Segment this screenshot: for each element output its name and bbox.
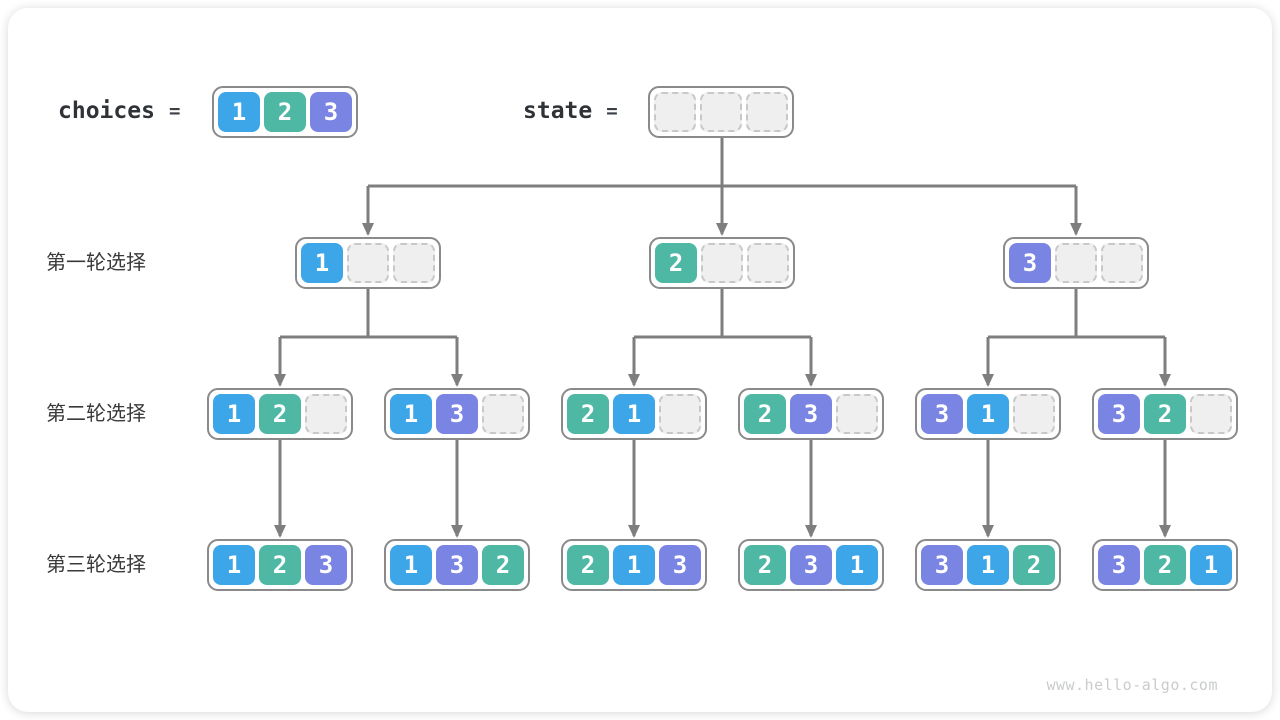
cell-value-3: 3 <box>921 545 963 585</box>
cell-value-2: 2 <box>259 545 301 585</box>
cell-value-1: 1 <box>967 394 1009 434</box>
cell-value-3: 3 <box>1098 545 1140 585</box>
empty-cell <box>659 394 701 434</box>
cell-value-3: 3 <box>790 545 832 585</box>
cell-value-1: 1 <box>613 394 655 434</box>
cell-value-1: 1 <box>390 394 432 434</box>
cell-value-1: 1 <box>301 243 343 283</box>
cell-value-2: 2 <box>744 394 786 434</box>
level1-node-1: 1 <box>295 237 441 289</box>
cell-value-3: 3 <box>1009 243 1051 283</box>
choices-label: choices <box>58 98 155 124</box>
choices-header: choices = <box>58 96 180 126</box>
equals-sign: = <box>168 100 181 122</box>
cell-value-3: 3 <box>790 394 832 434</box>
state-header: state = <box>523 96 618 126</box>
cell-value-1: 1 <box>967 545 1009 585</box>
level1-node-3: 3 <box>1003 237 1149 289</box>
cell-value-1: 1 <box>213 394 255 434</box>
watermark: www.hello-algo.com <box>1046 676 1218 694</box>
empty-cell <box>347 243 389 283</box>
cell-value-1: 1 <box>613 545 655 585</box>
state-label: state <box>523 98 593 124</box>
state-root-node <box>648 86 794 138</box>
cell-value-3: 3 <box>305 545 347 585</box>
empty-cell <box>482 394 524 434</box>
empty-cell <box>701 243 743 283</box>
empty-cell <box>700 92 742 132</box>
empty-cell <box>1013 394 1055 434</box>
empty-cell <box>305 394 347 434</box>
cell-value-2: 2 <box>482 545 524 585</box>
cell-value-1: 1 <box>1190 545 1232 585</box>
cell-value-3: 3 <box>436 545 478 585</box>
equals-sign: = <box>606 100 618 122</box>
cell-value-2: 2 <box>1144 394 1186 434</box>
cell-value-1: 1 <box>218 92 260 132</box>
cell-value-3: 3 <box>1098 394 1140 434</box>
empty-cell <box>1101 243 1143 283</box>
row-label-round-2: 第二轮选择 <box>46 403 146 425</box>
cell-value-1: 1 <box>836 545 878 585</box>
row-label-round-3: 第三轮选择 <box>46 554 146 576</box>
empty-cell <box>747 243 789 283</box>
cell-value-2: 2 <box>264 92 306 132</box>
cell-value-2: 2 <box>567 545 609 585</box>
cell-value-1: 1 <box>213 545 255 585</box>
level1-node-2: 2 <box>649 237 795 289</box>
cell-value-2: 2 <box>744 545 786 585</box>
empty-cell <box>393 243 435 283</box>
cell-value-2: 2 <box>567 394 609 434</box>
cell-value-3: 3 <box>659 545 701 585</box>
cell-value-2: 2 <box>655 243 697 283</box>
empty-cell <box>746 92 788 132</box>
empty-cell <box>1055 243 1097 283</box>
empty-cell <box>836 394 878 434</box>
empty-cell <box>654 92 696 132</box>
cell-value-1: 1 <box>390 545 432 585</box>
cell-value-2: 2 <box>259 394 301 434</box>
row-label-round-1: 第一轮选择 <box>46 252 146 274</box>
cell-value-2: 2 <box>1013 545 1055 585</box>
cell-value-3: 3 <box>436 394 478 434</box>
empty-cell <box>1190 394 1232 434</box>
cell-value-3: 3 <box>310 92 352 132</box>
cell-value-3: 3 <box>921 394 963 434</box>
cell-value-2: 2 <box>1144 545 1186 585</box>
